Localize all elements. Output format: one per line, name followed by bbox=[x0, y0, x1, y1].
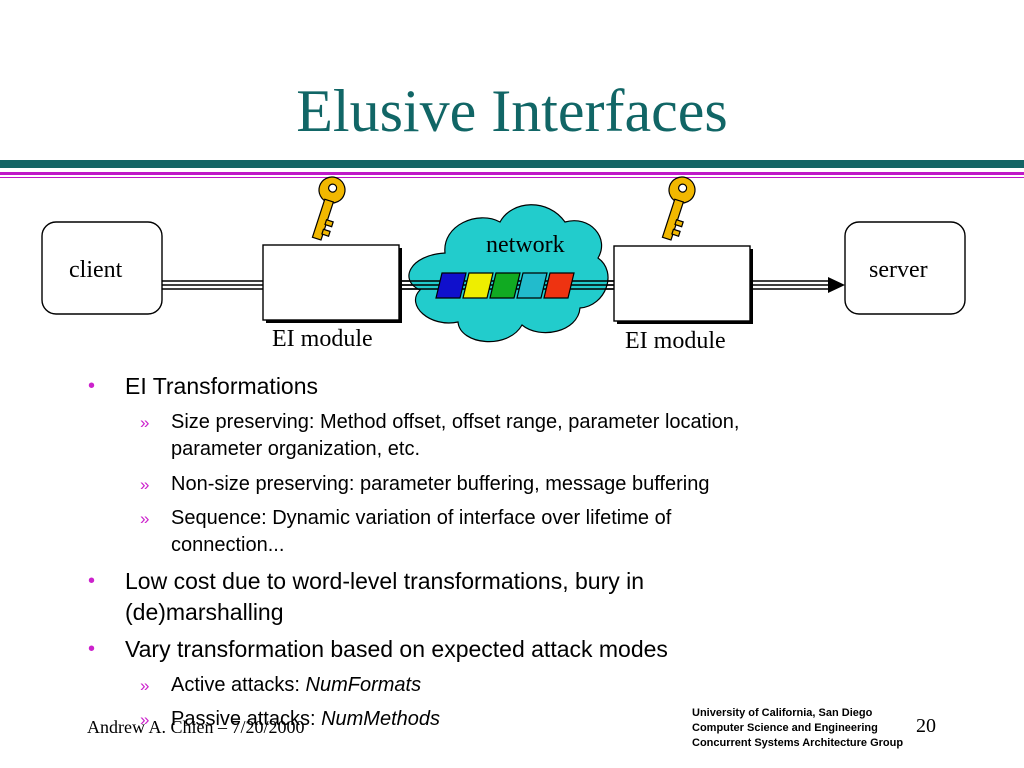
footer-organization: University of California, San Diego Comp… bbox=[692, 706, 903, 751]
packet bbox=[435, 272, 467, 299]
packet bbox=[462, 272, 494, 299]
footer-org-line: Concurrent Systems Architecture Group bbox=[692, 737, 904, 749]
sub-bullet-prefix: Active attacks: bbox=[171, 674, 306, 696]
title-rule-teal bbox=[0, 160, 1024, 168]
bullet-marker: • bbox=[88, 570, 96, 592]
sub-bullet-marker: » bbox=[140, 509, 150, 528]
architecture-diagram: client server network EI module EI modul… bbox=[0, 0, 1024, 370]
packet-strip bbox=[435, 272, 575, 299]
packet bbox=[543, 272, 575, 299]
client-label: client bbox=[69, 257, 123, 283]
sub-bullet-continuation: parameter organization, etc. bbox=[171, 436, 931, 463]
sub-bullet-item: » Passive attacks: NumMethods bbox=[140, 706, 931, 733]
bullet-item: • Vary transformation based on expected … bbox=[88, 634, 885, 665]
sub-bullet-text: Sequence: Dynamic variation of interface… bbox=[171, 507, 672, 529]
bullet-text: (de)marshalling bbox=[125, 599, 284, 625]
slide-title: Elusive Interfaces bbox=[296, 78, 728, 144]
sub-bullet-text: Size preserving: Method offset, offset r… bbox=[171, 411, 740, 433]
sub-bullet-marker: » bbox=[140, 710, 150, 729]
key-icon bbox=[661, 176, 696, 241]
bullet-item: • EI Transformations bbox=[88, 371, 885, 402]
sub-bullet-continuation: connection... bbox=[171, 532, 931, 559]
packet bbox=[489, 272, 521, 299]
bullet-text: Vary transformation based on expected at… bbox=[125, 636, 668, 662]
ei-module-right-box bbox=[613, 245, 751, 322]
arrow-icon bbox=[828, 277, 845, 293]
packet bbox=[516, 272, 548, 299]
ei-module-left-box bbox=[262, 244, 400, 321]
footer-org-line: Computer Science and Engineering bbox=[692, 722, 878, 734]
sub-bullet-item: » Non-size preserving: parameter bufferi… bbox=[140, 471, 931, 498]
server-box bbox=[844, 221, 966, 315]
ei-module-right-label: EI module bbox=[625, 328, 726, 354]
server-label: server bbox=[869, 257, 928, 283]
bullet-marker: • bbox=[88, 375, 96, 397]
footer-org-line: University of California, San Diego bbox=[692, 707, 873, 719]
bullet-continuation: (de)marshalling bbox=[125, 597, 885, 628]
bullet-marker: • bbox=[88, 638, 96, 660]
title-rule-magenta bbox=[0, 172, 1024, 175]
network-label: network bbox=[486, 232, 565, 258]
title-rule-magenta-thin bbox=[0, 177, 1024, 178]
sub-bullet-item: » Size preserving: Method offset, offset… bbox=[140, 409, 931, 436]
sub-bullet-italic: NumMethods bbox=[321, 708, 440, 730]
bullet-item: • Low cost due to word-level transformat… bbox=[88, 566, 885, 597]
sub-bullet-prefix: Passive attacks: bbox=[171, 708, 322, 730]
sub-bullet-text: parameter organization, etc. bbox=[171, 438, 421, 460]
sub-bullet-item: » Sequence: Dynamic variation of interfa… bbox=[140, 505, 931, 532]
sub-bullet-marker: » bbox=[140, 676, 150, 695]
key-icon bbox=[311, 176, 346, 241]
page-number: 20 bbox=[916, 715, 936, 737]
sub-bullet-marker: » bbox=[140, 475, 150, 494]
sub-bullet-text: connection... bbox=[171, 534, 285, 556]
ei-module-left-label: EI module bbox=[272, 326, 373, 352]
footer-author: Andrew A. Chien – 7/20/2000 bbox=[87, 717, 305, 737]
sub-bullet-text: Non-size preserving: parameter buffering… bbox=[171, 473, 710, 495]
bullet-text: Low cost due to word-level transformatio… bbox=[125, 568, 645, 594]
client-box bbox=[41, 221, 163, 315]
sub-bullet-marker: » bbox=[140, 413, 150, 432]
sub-bullet-italic: NumFormats bbox=[305, 674, 422, 696]
bullet-text: EI Transformations bbox=[125, 373, 319, 399]
sub-bullet-item: » Active attacks: NumFormats bbox=[140, 672, 931, 699]
